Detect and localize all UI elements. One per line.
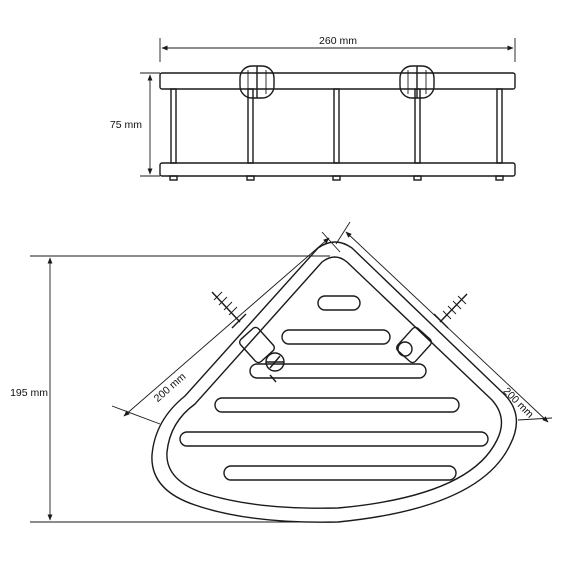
vertical-posts (170, 88, 503, 164)
mount-bracket-left (238, 326, 285, 383)
height-dimension-label: 75 mm (110, 119, 142, 131)
drainage-slot (317, 295, 361, 311)
top-rail (159, 72, 516, 90)
left-side-dimension-line (123, 237, 330, 417)
mounting-screw-left (211, 291, 247, 329)
drainage-slot (249, 363, 427, 379)
basket-outline-inner (166, 256, 503, 509)
drainage-slot (281, 329, 391, 345)
feet (169, 175, 504, 181)
mounting-screw-right (433, 293, 468, 329)
drainage-slot (179, 431, 489, 447)
wall-mount-left (239, 65, 275, 99)
basket-outline-outer (151, 241, 518, 523)
mount-bracket-right (395, 326, 433, 364)
wall-mount-right (399, 65, 435, 99)
front-elevation-view: 260 mm 75 mm (110, 35, 516, 181)
right-side-dimension-label: 200 mm (500, 385, 535, 420)
drainage-slots (179, 295, 489, 481)
drainage-slot (223, 465, 457, 481)
plan-view: 195 mm 200 mm 200 mm (10, 221, 553, 523)
drainage-slot (214, 397, 460, 413)
bottom-tray (159, 162, 516, 177)
width-dimension-label: 260 mm (319, 35, 357, 47)
depth-dimension-label: 195 mm (10, 387, 48, 399)
